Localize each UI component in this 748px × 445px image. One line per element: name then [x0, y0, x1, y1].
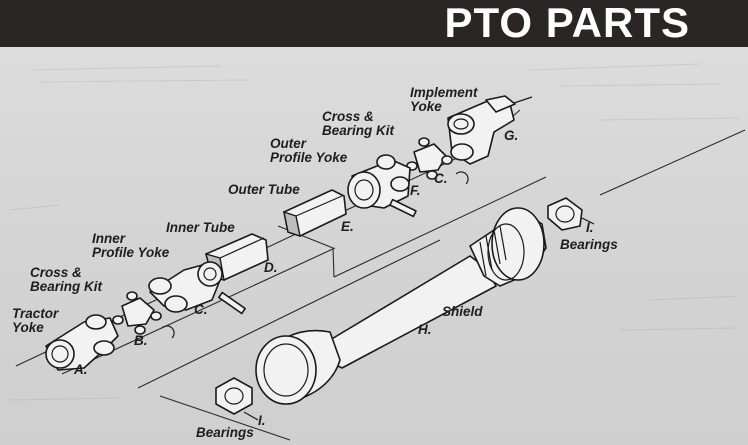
cross-bearing-kit-lower-label-line1: Cross &	[30, 265, 82, 280]
cross-bearing-kit-lower-label-line2: Bearing Kit	[30, 279, 103, 294]
shield-part	[255, 207, 547, 405]
part-letter-i-lower: I.	[258, 413, 266, 428]
outer-profile-yoke-label-line2: Profile Yoke	[270, 150, 348, 165]
implement-yoke-label-line1: Implement	[410, 85, 478, 100]
bearings-lower-label: Bearings	[196, 425, 254, 440]
bearing-upper-part	[547, 197, 595, 231]
tractor-yoke-part	[45, 314, 119, 371]
part-letter-e: E.	[341, 219, 354, 234]
part-letter-i-upper: I.	[586, 220, 594, 235]
shield-label: Shield	[442, 304, 483, 319]
page-title: PTO PARTS	[444, 0, 690, 46]
outer-profile-yoke-part	[347, 154, 417, 218]
implement-yoke-part	[447, 95, 533, 165]
part-letter-c-middle: C.	[194, 302, 208, 317]
cross-bearing-kit-upper-label-line2: Bearing Kit	[322, 123, 395, 138]
header-bar: PTO PARTS	[0, 0, 748, 47]
outer-tube-label: Outer Tube	[228, 182, 300, 197]
part-letter-h: H.	[418, 322, 432, 337]
inner-tube-label: Inner Tube	[166, 220, 235, 235]
tractor-yoke-label-line2: Yoke	[12, 320, 44, 335]
part-letter-c-upper: C.	[434, 171, 448, 186]
outer-tube-part	[283, 189, 347, 238]
background-texture	[9, 63, 741, 401]
part-letter-g: G.	[504, 128, 518, 143]
tractor-yoke-label-line1: Tractor	[12, 306, 59, 321]
cross-bearing-kit-upper-label-line1: Cross &	[322, 109, 374, 124]
inner-profile-yoke-part	[148, 261, 246, 315]
part-letter-b: B.	[134, 333, 148, 348]
cross-bearing-kit-lower-part	[112, 291, 175, 339]
part-letter-d: D.	[264, 260, 278, 275]
part-letter-a: A.	[73, 362, 88, 377]
part-labels: Implement Yoke G. Cross & Bearing Kit Ou…	[12, 85, 618, 440]
bearings-upper-label: Bearings	[560, 237, 618, 252]
inner-profile-yoke-label-line1: Inner	[92, 231, 126, 246]
bearing-lower-part	[215, 377, 259, 421]
outer-profile-yoke-label-line1: Outer	[270, 136, 307, 151]
part-letter-f: F.	[410, 183, 421, 198]
implement-yoke-label-line2: Yoke	[410, 99, 442, 114]
inner-profile-yoke-label-line2: Profile Yoke	[92, 245, 170, 260]
